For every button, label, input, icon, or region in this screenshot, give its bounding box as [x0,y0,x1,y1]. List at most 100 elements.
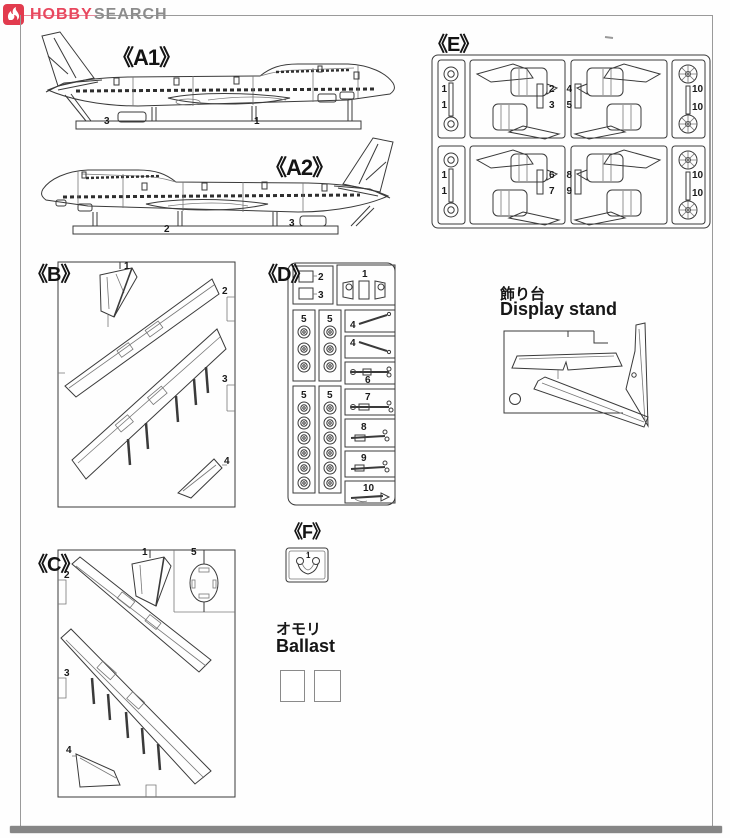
e-cell-frames [437,59,706,225]
a2-panel-lines [77,171,304,212]
ballast-label-en: Ballast [276,636,336,656]
section-a2-label: 《A2》 [265,155,334,180]
a1-tail-fin [41,31,103,93]
c-runner-stubs [58,550,235,797]
part-number: 5 [191,547,197,558]
sprue-d-drawing: 2 3 1 5 5 4 4 6 5 5 7 8 9 10 [287,262,396,506]
part-number: 3 [64,668,70,679]
part-number: 10 [692,170,704,181]
sprue-f-drawing: 1 [285,547,329,583]
sprue-e-drawing: 1 1 2 3 4 5 10 10 1 1 6 7 8 9 10 10 [431,36,711,229]
a1-sprue-runner [64,93,362,130]
part-number: 3 [549,100,555,111]
c-part-1-winglet [131,550,172,607]
a1-panel-lines [132,65,359,106]
section-d-label: 《D》 [258,264,310,286]
e-outer-frame [431,54,711,229]
a2-sprue-runner [72,205,375,235]
part-number: 4 [224,456,230,467]
f-frame [285,547,329,583]
part-number: 1 [306,551,311,560]
a1-doors [113,65,360,86]
e-nacelle-pair-row2-left [475,149,561,226]
part-number: 3 [318,290,324,301]
part-number: 10 [692,188,704,199]
part-number: 2 [222,286,228,297]
ballast-weight-2 [314,670,341,702]
sprue-c-drawing: 2 1 5 3 4 [57,547,236,798]
b-wing-lower [71,328,227,480]
brand-search: SEARCH [94,6,168,23]
brand-underline-red [24,15,96,16]
f-frame-inner [288,550,326,580]
display-stand-label-jp: 飾り台 [500,286,546,303]
stand-arm-part [533,376,649,428]
part-number: 1 [362,269,368,280]
part-number: 8 [361,422,367,433]
e-nacelle-pair-row1-right [573,63,662,140]
section-f: 《F》 1 [283,518,347,590]
part-number: 1 [441,84,447,95]
part-number: 2 [318,272,324,283]
part-number: 2 [64,570,70,581]
part-number: 7 [365,392,371,403]
b-runner-stubs [58,296,235,466]
d-box-parts-2-3 [292,265,334,305]
section-e-label: 《E》 [428,34,479,56]
c-wing-upper [71,556,212,673]
brand-hobby: HOBBY [30,6,93,23]
part-number: 5 [566,100,572,111]
part-number: 1 [142,547,148,558]
c-wing-lower [60,628,212,785]
a2-fuselage-outline [41,169,390,213]
f-part-1-yoke [296,551,320,575]
sheet-bottom-edge [10,826,722,833]
part-number: 6 [549,170,555,181]
section-ballast: オモリ Ballast [276,618,386,713]
part-number: 3 [289,218,295,229]
section-c: 《C》 [28,538,243,802]
e-nacelle-pair-row2-right [573,149,662,226]
section-e: 《E》 [415,22,715,236]
part-number: 1 [441,100,447,111]
d-wheel-columns-lower [292,385,342,494]
part-number: 4 [566,84,572,95]
sheet-top-border-line [96,15,712,16]
part-number: 4 [350,338,356,349]
e-nacelle-pair-row1-left [475,63,561,140]
part-number: 1 [124,261,130,272]
stand-base-plate-part [511,352,623,379]
a1-window-rows [75,68,375,93]
stand-blade-part [625,322,649,428]
stand-pivot-part [509,393,521,405]
part-number: 3 [222,374,228,385]
display-stand-drawing [503,322,649,428]
section-a2: 《A2》 [18,136,418,246]
b-part-1-winglet [99,262,138,327]
sprue-b-drawing: 1 2 3 4 [57,261,236,508]
stand-frame [503,330,623,414]
d-right-part-boxes [344,309,396,504]
ballast-weight-1 [280,670,305,702]
e-fan-parts-row1 [678,64,698,134]
section-c-label: 《C》 [28,554,80,576]
e-fan-parts-row2 [678,150,698,220]
c-part-4-stabilizer [72,753,121,788]
a2-wing-fairing [55,199,269,212]
b-frame [57,261,236,508]
part-number: 10 [692,102,704,113]
d-wheel-columns-upper [292,309,342,382]
c-frame [57,549,236,798]
e-hub-parts-row2 [443,152,459,218]
part-number: 2 [549,84,555,95]
part-number: 5 [301,314,307,325]
e-hub-parts-row1 [443,66,459,132]
part-number: 9 [361,453,367,464]
part-number: 1 [441,170,447,181]
b-part-4-stabilizer [177,458,223,499]
part-number: 1 [441,186,447,197]
display-stand-label-en: Display stand [500,299,618,319]
a1-fuselage-outline [46,63,395,107]
a1-wing-fairing [167,91,355,106]
part-number: 5 [327,314,333,325]
